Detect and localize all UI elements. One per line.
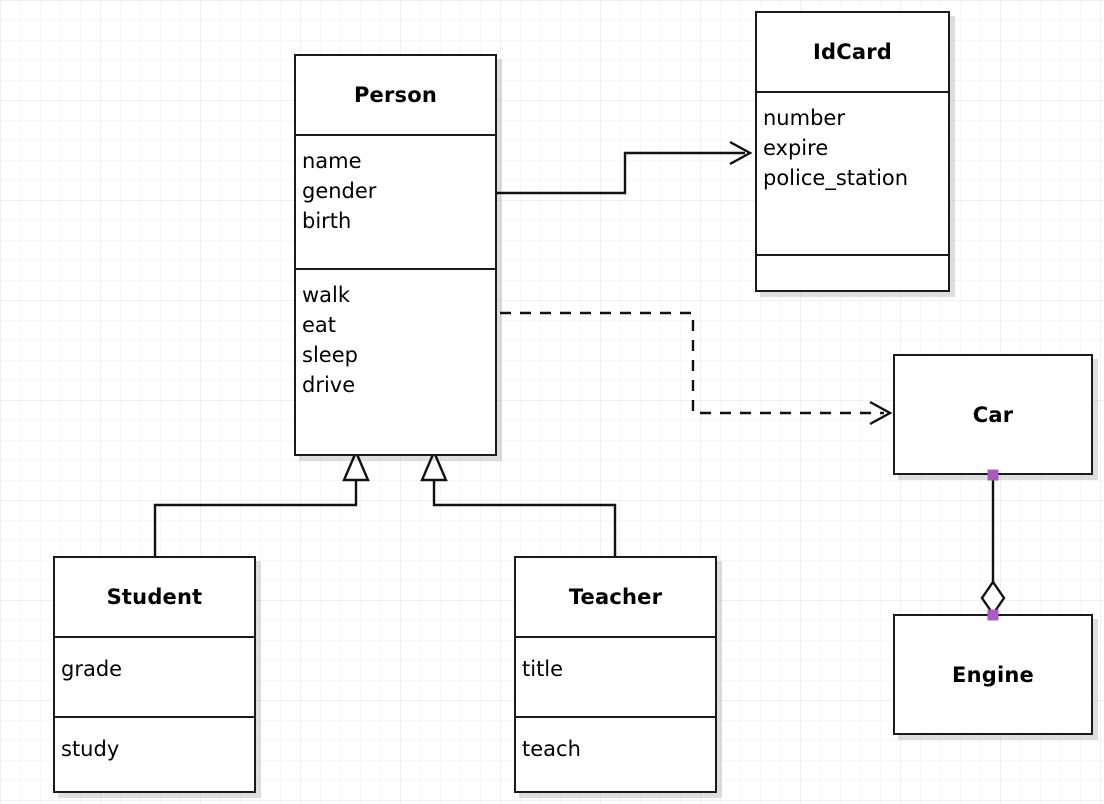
class-title-car: Car <box>972 402 1014 427</box>
class-methods-idcard <box>757 254 948 290</box>
method-item: sleep <box>302 343 358 367</box>
attribute-item: birth <box>302 209 352 233</box>
class-attributes-person: name gender birth <box>296 134 495 268</box>
attribute-item: grade <box>61 657 123 681</box>
class-attributes-student: grade <box>55 636 254 716</box>
class-attributes-idcard: number expire police_station <box>757 91 948 254</box>
edge-handle-car-end[interactable] <box>987 469 999 481</box>
class-methods-teacher: teach <box>516 716 715 791</box>
class-box-idcard[interactable]: IdCard number expire police_station <box>755 11 950 292</box>
class-title-student: Student <box>106 585 203 609</box>
class-title-engine: Engine <box>952 662 1034 687</box>
attribute-item: title <box>522 657 564 681</box>
attribute-item: name <box>302 149 362 173</box>
method-item: drive <box>302 373 356 397</box>
edge-person-car[interactable] <box>500 311 893 426</box>
class-box-engine[interactable]: Engine <box>893 614 1093 735</box>
edge-handle-engine-end[interactable] <box>987 609 999 621</box>
class-box-teacher[interactable]: Teacher title teach <box>514 556 717 793</box>
class-box-student[interactable]: Student grade study <box>53 556 256 793</box>
class-methods-student: study <box>55 716 254 791</box>
edge-teacher-person[interactable] <box>420 448 617 556</box>
class-box-person[interactable]: Person name gender birth walk eat sleep … <box>294 54 497 456</box>
edge-person-idcard[interactable] <box>497 140 753 195</box>
attribute-item: police_station <box>763 166 909 190</box>
method-item: eat <box>302 313 337 337</box>
class-methods-person: walk eat sleep drive <box>296 268 495 454</box>
class-title-teacher: Teacher <box>568 585 663 609</box>
attribute-item: number <box>763 106 845 130</box>
attribute-item: gender <box>302 179 377 203</box>
class-box-car[interactable]: Car <box>893 354 1093 475</box>
class-title-idcard: IdCard <box>812 40 893 64</box>
attribute-item: expire <box>763 136 829 160</box>
method-item: teach <box>522 737 581 761</box>
edge-car-engine[interactable] <box>980 475 1006 617</box>
method-item: study <box>61 737 120 761</box>
edge-student-person[interactable] <box>153 448 370 556</box>
method-item: walk <box>302 283 351 307</box>
class-title-person: Person <box>353 83 438 107</box>
class-attributes-teacher: title <box>516 636 715 716</box>
